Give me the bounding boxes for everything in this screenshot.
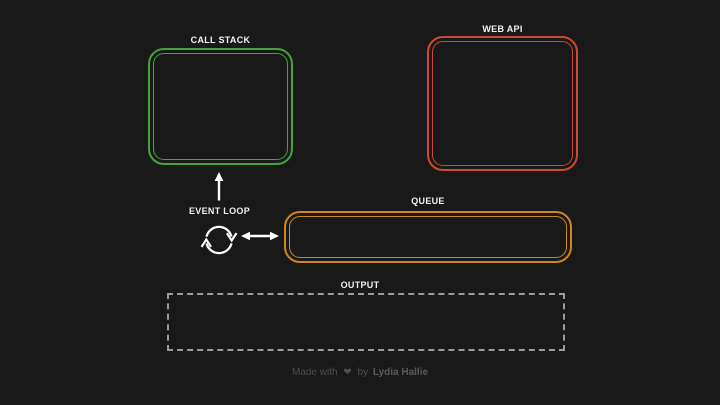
credit-made-with: Made with	[291, 367, 338, 378]
web-api-box	[427, 36, 578, 171]
call-stack-box	[148, 48, 293, 165]
credit-line: Made with ❤ by Lydia Hallie	[0, 367, 720, 379]
queue-box	[284, 211, 572, 263]
heart-icon: ❤	[343, 367, 352, 378]
credit-by: by	[357, 367, 369, 378]
credit-author: Lydia Hallie	[372, 367, 429, 378]
sync-icon	[198, 219, 240, 266]
event-loop-label: EVENT LOOP	[188, 206, 250, 216]
web-api-label: WEB API	[482, 24, 523, 34]
arrow-left-right-icon	[240, 229, 280, 248]
call-stack-label: CALL STACK	[190, 35, 251, 45]
output-box	[167, 293, 565, 351]
queue-label: QUEUE	[411, 196, 445, 206]
arrow-up-icon	[212, 171, 226, 207]
output-label: OUTPUT	[340, 280, 380, 290]
